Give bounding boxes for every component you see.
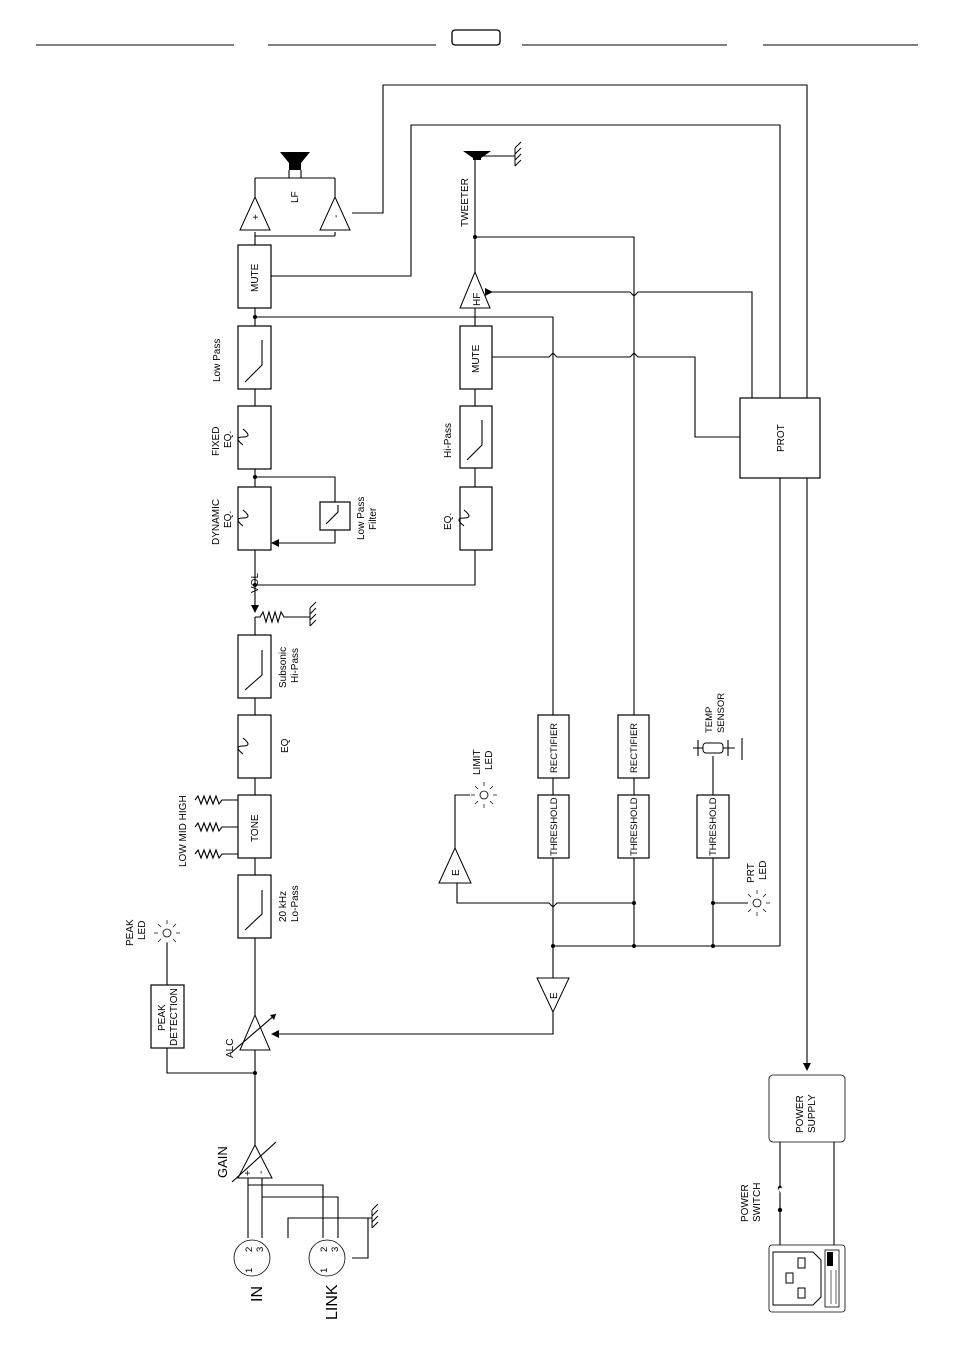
threshold-2-label: THRESHOLD — [629, 797, 640, 856]
lpf-label-2: Filter — [368, 507, 379, 530]
limit-led-label-1: LIMIT — [472, 749, 483, 775]
tweeter-label: TWEETER — [460, 178, 471, 227]
eq-hf-label: EQ. — [443, 513, 454, 530]
fixed-eq-block — [237, 405, 272, 470]
lf-label: LF — [290, 191, 301, 203]
header-rules — [36, 29, 918, 46]
fixed-eq-label-1: FIXED — [211, 427, 222, 456]
power-switch-label-1: POWER — [740, 1184, 751, 1222]
pin-1-label: 1 — [244, 1268, 255, 1273]
link-xlr-connector-icon: 2 3 1 — [308, 1239, 346, 1277]
lopass-block — [237, 874, 272, 939]
power-supply-label-1: POWER — [795, 1095, 806, 1133]
alc-label: ALC — [225, 1039, 236, 1058]
fixed-eq-label-2: EQ. — [223, 431, 234, 448]
in-label: IN — [249, 1286, 266, 1302]
dynamic-eq-block — [237, 486, 272, 551]
threshold-1-label: THRESHOLD — [549, 797, 560, 856]
rectifier-1-block: RECTIFIER — [537, 714, 570, 779]
lf-minus-amp: - — [319, 195, 351, 231]
temp-sensor-icon — [693, 738, 743, 760]
vol-label: VOL — [250, 573, 261, 593]
prt-led-label-2: LED — [758, 861, 769, 880]
threshold-1-block: THRESHOLD — [537, 794, 570, 859]
prt-led-label-1: PRT — [746, 863, 757, 883]
amp-plus-sign: + — [251, 214, 262, 220]
iec-inlet-icon — [768, 1244, 846, 1313]
lf-speaker-icon — [280, 152, 310, 170]
subsonic-label-2: Hi-Pass — [290, 648, 301, 683]
limit-e-amp: E — [438, 846, 472, 884]
tone-block: TONE — [237, 794, 272, 859]
limit-led-icon — [471, 782, 497, 808]
peak-det-label-2: DETECTION — [169, 988, 180, 1046]
pin-2b-label: 2 — [319, 1247, 330, 1252]
dynamic-eq-label-2: EQ. — [223, 511, 234, 528]
temp-sensor-label-2: SENSOR — [716, 693, 727, 733]
threshold-3-label: THRESHOLD — [708, 797, 719, 856]
power-supply-block: POWER SUPPLY — [768, 1074, 846, 1143]
lf-plus-amp: + — [239, 195, 271, 231]
gain-amp: + - — [231, 1141, 277, 1183]
lopass-label-2: Lo-Pass — [290, 885, 301, 922]
mute-lf-label: MUTE — [250, 263, 261, 292]
in-xlr-connector-icon: 2 3 1 — [233, 1239, 271, 1277]
tone-bands-label: LOW MID HIGH — [178, 795, 189, 867]
pin-1b-label: 1 — [319, 1268, 330, 1273]
pin-3-label: 3 — [255, 1247, 266, 1252]
alc-e-amp: E — [536, 977, 570, 1014]
alc-amp — [231, 1013, 277, 1053]
peak-led-icon — [154, 920, 180, 946]
power-supply-label-2: SUPPLY — [807, 1094, 818, 1133]
e-amp-2-label: E — [549, 992, 560, 999]
peak-detection-block: PEAK DETECTION — [150, 984, 185, 1049]
hi-pass-block — [459, 405, 493, 469]
amp-minus-sign: - — [331, 215, 342, 218]
tone-label: TONE — [250, 814, 261, 842]
page-number-box — [451, 29, 501, 46]
subsonic-block — [237, 634, 272, 699]
rectifier-2-label: RECTIFIER — [629, 723, 640, 773]
wires — [166, 84, 835, 1259]
pin-3b-label: 3 — [330, 1247, 341, 1252]
limit-led-label-2: LED — [484, 751, 495, 770]
hi-pass-label: Hi-Pass — [443, 423, 454, 458]
tweeter-icon — [463, 151, 491, 160]
low-pass-label: Low Pass — [212, 339, 223, 382]
power-switch-icon — [777, 1185, 792, 1213]
lopass-label-1: 20 kHz — [278, 891, 289, 922]
gain-minus-sign: - — [256, 1171, 267, 1174]
gain-label: GAIN — [215, 1146, 230, 1178]
temp-sensor-label-1: TEMP — [704, 707, 715, 733]
eq-label: EQ — [280, 738, 291, 753]
dynamic-eq-label-1: DYNAMIC — [211, 499, 222, 545]
gain-plus-sign: + — [243, 1170, 254, 1176]
peak-det-label-1: PEAK — [157, 1004, 168, 1031]
prt-led-icon — [744, 890, 770, 916]
low-pass-block — [237, 325, 272, 390]
mute-hf-block: MUTE — [459, 325, 493, 390]
rectifier-1-label: RECTIFIER — [549, 723, 560, 773]
threshold-3-block: THRESHOLD — [696, 794, 730, 859]
pin-2-label: 2 — [244, 1247, 255, 1252]
hf-label: HF — [472, 293, 483, 306]
prot-label: PROT — [776, 424, 787, 452]
peak-led-label-2: LED — [137, 921, 148, 940]
subsonic-label-1: Subsonic — [278, 647, 289, 688]
link-label: LINK — [324, 1284, 341, 1320]
peak-led-label-1: PEAK — [125, 919, 136, 946]
mute-lf-block: MUTE — [237, 244, 272, 309]
eq-block — [237, 714, 272, 779]
lpf-block — [319, 501, 351, 531]
hf-amp: HF — [459, 270, 491, 309]
lpf-label-1: Low Pass — [356, 497, 367, 540]
rectifier-2-block: RECTIFIER — [617, 714, 650, 779]
threshold-2-block: THRESHOLD — [617, 794, 650, 859]
mute-hf-label: MUTE — [471, 344, 482, 373]
e-amp-1-label: E — [451, 869, 462, 876]
power-switch-label-2: SWITCH — [752, 1183, 763, 1222]
eq-hf-block — [458, 486, 493, 551]
prot-block: PROT — [739, 397, 821, 479]
